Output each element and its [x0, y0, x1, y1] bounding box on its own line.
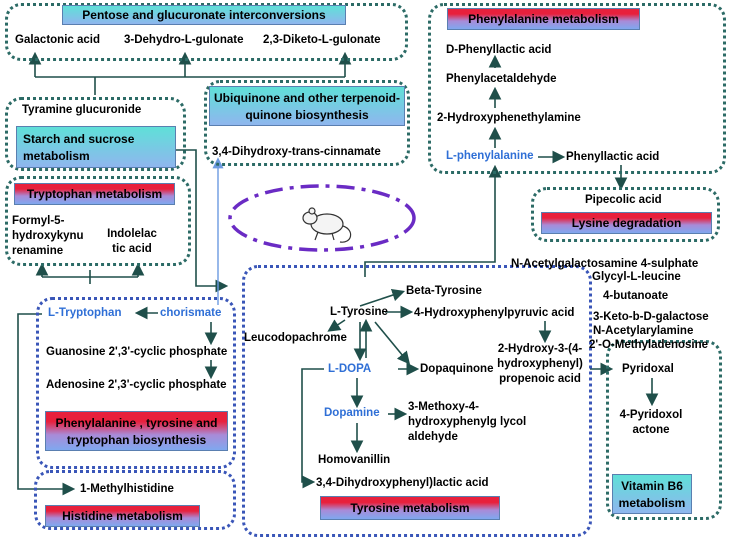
dihydroxy-cinnamate: 3,4-Dihydroxy-trans-cinnamate: [212, 146, 381, 158]
formyl-hydroxykynurenamine: Formyl-5-hydroxykynu renamine: [12, 215, 84, 257]
dihydroxyphenyl-lactic-acid: 3,4-Dihydroxyphenyl)lactic acid: [316, 477, 489, 489]
hydroxyphenethylamine: 2-Hydroxyphenethylamine: [437, 112, 581, 124]
l-phenylalanine: L-phenylalanine: [446, 150, 534, 162]
unassigned-item: 3-Keto-b-D-galactose: [593, 311, 709, 323]
homovanillin: Homovanillin: [318, 454, 391, 466]
unassigned-item: 2'-O-Methyladenosine: [589, 339, 709, 351]
arrow-trp-to-methylhistidine: [17, 313, 76, 496]
hydroxy-propenoic-acid: 2-Hydroxy-3-(4-hydroxyphenyl) propenoic …: [497, 343, 583, 385]
tyrosine-title: Tyrosine metabolism: [320, 496, 500, 520]
galactonic-acid: Galactonic acid: [15, 34, 101, 46]
phenyllactic-acid: Phenyllactic acid: [566, 151, 660, 163]
phenylalanine-title: Phenylalanine metabolism: [447, 8, 640, 30]
pyridoxolactone: 4-Pyridoxol actone: [619, 409, 683, 436]
pentose-box: [5, 3, 408, 61]
starch-title: Starch and sucrose metabolism: [16, 126, 176, 168]
l-dopa: L-DOPA: [328, 363, 372, 375]
arrow-tyrosine-to-lphe: [364, 164, 502, 277]
phe-tyr-trp-box: [36, 297, 236, 469]
phe-tyr-trp-title: Phenylalanine , tyrosine and tryptophan …: [45, 411, 228, 451]
d-phenyllactic-acid: D-Phenyllactic acid: [446, 44, 552, 56]
tyrosine-box: [242, 265, 592, 537]
phenylalanine-box: [428, 3, 726, 174]
tyramine-box: [5, 97, 186, 171]
unassigned-item: N-Acetylgalactosamine 4-sulphate: [511, 258, 699, 270]
arrow-tyrosine-to-beta: [359, 288, 406, 307]
pipecolic-acid: Pipecolic acid: [585, 194, 662, 206]
tyramine-glucuronide: Tyramine glucuronide: [22, 104, 142, 116]
ubiquinone-title: Ubiquinone and other terpenoid-quinone b…: [209, 86, 405, 126]
leucodopachrome: Leucodopachrome: [244, 332, 347, 344]
mouse-icon: [302, 207, 352, 243]
ubiquinone-box: [204, 80, 410, 166]
tryptophan-title: Tryptophan metabolism: [14, 183, 175, 205]
pyridoxal: Pyridoxal: [622, 363, 674, 375]
diketo-gulonate: 2,3-Diketo-L-gulonate: [263, 34, 381, 46]
histidine-title: Histidine metabolism: [45, 505, 200, 527]
dehydro-gulonate: 3-Dehydro-L-gulonate: [124, 34, 244, 46]
guanosine-cyclic-phosphate: Guanosine 2',3'-cyclic phosphate: [46, 346, 228, 358]
histidine-box: [34, 470, 236, 530]
arrow-ldopa-to-dihydroxylactic: [301, 368, 324, 489]
vitamin-b6-box: [606, 340, 722, 520]
unassigned-item: 4-butanoate: [603, 290, 669, 302]
hydroxyphenylpyruvic-acid: 4-Hydroxyphenylpyruvic acid: [414, 307, 575, 319]
pentose-title: Pentose and glucuronate interconversions: [62, 5, 346, 25]
l-tyrosine: L-Tyrosine: [330, 306, 388, 318]
phenylacetaldehyde: Phenylacetaldehyde: [446, 73, 557, 85]
lysine-box: [531, 187, 720, 242]
chorismate: chorismate: [160, 307, 222, 319]
adenosine-cyclic-phosphate: Adenosine 2',3'-cyclic phosphate: [46, 379, 227, 391]
tryptophan-box: [5, 176, 191, 266]
dopaquinone: Dopaquinone: [420, 363, 494, 375]
arrow-starch-to-chorismate: [176, 149, 229, 293]
methylhistidine: 1-Methylhistidine: [80, 483, 174, 495]
arrow-tyrosine-to-leuco: [327, 319, 346, 332]
unassigned-item: Glycyl-L-leucine: [592, 271, 681, 283]
vitamin-b6-title: Vitamin B6 metabolism: [612, 474, 692, 514]
unassigned-item: N-Acetylarylamine: [593, 325, 694, 337]
arrow-tyrosine-to-dopaquinone: [374, 321, 411, 365]
dopamine: Dopamine: [324, 407, 380, 419]
methoxy-glycol-aldehyde: 3-Methoxy-4-hydroxyphenylg lycol aldehyd…: [408, 401, 527, 443]
indolelactic-acid: Indolelac tic acid: [107, 228, 157, 255]
beta-tyrosine: Beta-Tyrosine: [406, 285, 482, 297]
l-tryptophan: L-Tryptophan: [48, 307, 122, 319]
lysine-title: Lysine degradation: [541, 212, 712, 234]
mouse-ring: [228, 184, 416, 252]
